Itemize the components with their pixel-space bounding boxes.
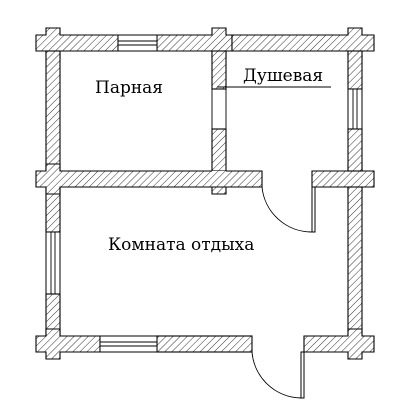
entrance-door-leaf xyxy=(300,351,305,399)
inner-door-leaf xyxy=(311,186,316,233)
partition-wall xyxy=(211,50,227,195)
entrance-door xyxy=(251,336,305,399)
left-wall xyxy=(45,50,61,337)
room-label-rest-room: Комната отдыха xyxy=(108,235,254,255)
right-wall-middle-segment xyxy=(347,128,363,172)
bottom-wall-left-segment xyxy=(35,328,101,360)
right-wall xyxy=(347,50,363,337)
left-window xyxy=(45,231,61,295)
right-wall-lower-segment xyxy=(347,186,363,337)
entrance-door-swing-arc xyxy=(251,351,302,399)
bottom-window xyxy=(99,335,158,353)
inner-door xyxy=(261,171,316,233)
top-window xyxy=(117,34,158,52)
partition-lower-segment xyxy=(211,128,227,172)
partition-upper-segment xyxy=(211,50,227,90)
right-window xyxy=(347,88,363,130)
middle-wall-left-segment xyxy=(35,163,263,195)
bottom-wall xyxy=(35,328,375,360)
left-wall-upper-segment xyxy=(45,50,61,172)
inner-door-swing-arc xyxy=(261,186,313,233)
room-label-steam-room: Парная xyxy=(95,78,163,98)
right-wall-upper-segment xyxy=(347,50,363,90)
bottom-wall-middle-segment xyxy=(156,335,253,353)
partition-base-post xyxy=(211,186,227,195)
top-wall xyxy=(35,27,375,59)
room-label-shower-room: Душевая xyxy=(243,66,323,86)
middle-wall-right-segment xyxy=(311,163,375,195)
bottom-wall-right-segment xyxy=(303,328,375,360)
middle-horizontal-wall xyxy=(35,163,375,195)
